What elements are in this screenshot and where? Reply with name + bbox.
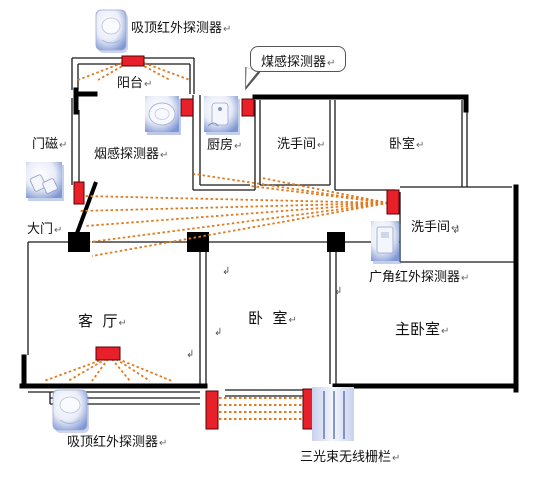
- smoke-detector-label: 烟感探测器↵: [94, 147, 169, 162]
- wide-angle-pir-label: 广角红外探测器↵: [369, 270, 470, 285]
- main-door-leaf: [74, 181, 98, 237]
- ceiling-pir-top-label: 吸顶红外探测器↵: [131, 21, 232, 36]
- bedroom-middle-label: 卧 室↵: [248, 309, 297, 327]
- balcony-label: 阳台↵: [117, 76, 153, 91]
- plan-mark: ↲: [214, 327, 223, 338]
- door-magnet-label: 门磁↵: [32, 137, 68, 152]
- sensor-living-pir: [95, 346, 121, 361]
- thin-walls: [27, 57, 515, 405]
- ceiling-pir-bottom-label: 吸顶红外探测器↵: [67, 435, 168, 450]
- sensor-gas: [241, 98, 255, 117]
- ceiling-pir-device-top-icon: [95, 9, 128, 53]
- column-main-door: [68, 232, 90, 252]
- triple-beam-fence-label: 三光束无线栅栏↵: [300, 450, 401, 465]
- sensor-wide-angle: [386, 189, 400, 215]
- bathroom-top-label: 洗手间↵: [277, 137, 326, 152]
- red-sensors: [73, 55, 400, 430]
- column-bedroom-master: [327, 232, 345, 252]
- sensor-fence-emitter: [205, 390, 219, 430]
- ceiling-pir-device-bottom-icon: [52, 389, 89, 433]
- triple-beam-fence-device-icon: [312, 387, 354, 441]
- column-living-bedroom: [187, 232, 209, 252]
- plan-mark: ↲: [452, 225, 461, 236]
- pir-beams-living: [43, 358, 173, 382]
- living-room-label: 客 厅↵: [78, 312, 127, 330]
- main-door-label: 大门↵: [27, 222, 63, 237]
- smoke-detector-device-icon: [145, 96, 181, 135]
- kitchen-label: 厨房↵: [207, 138, 243, 153]
- wide-angle-pir-device-icon: [371, 221, 401, 264]
- gas-detector-device-icon: [204, 96, 240, 135]
- bedroom-top-label: 卧室↵: [389, 137, 425, 152]
- columns: [68, 232, 345, 252]
- sensor-fence-receiver: [302, 388, 314, 430]
- master-bedroom-label: 主卧室↵: [395, 320, 450, 338]
- plan-mark: ↲: [334, 286, 343, 297]
- pir-beams-balcony: [77, 62, 191, 81]
- plan-mark: ↲: [222, 266, 231, 277]
- thick-walls: [19, 87, 519, 393]
- plan-mark: ↲: [186, 349, 195, 360]
- sensor-smoke: [180, 98, 194, 117]
- wide-angle-beams: [79, 173, 389, 257]
- gas-detector-label: 煤感探测器↵: [261, 55, 336, 70]
- sensor-door-magnet: [73, 181, 85, 205]
- gas-detector-callout: 煤感探测器↵: [250, 46, 346, 72]
- bathroom-right-label: 洗手间↵: [411, 220, 460, 235]
- door-magnet-device-icon: [26, 162, 64, 201]
- fence-beams: [219, 397, 303, 420]
- sensor-balcony-pir: [121, 55, 145, 67]
